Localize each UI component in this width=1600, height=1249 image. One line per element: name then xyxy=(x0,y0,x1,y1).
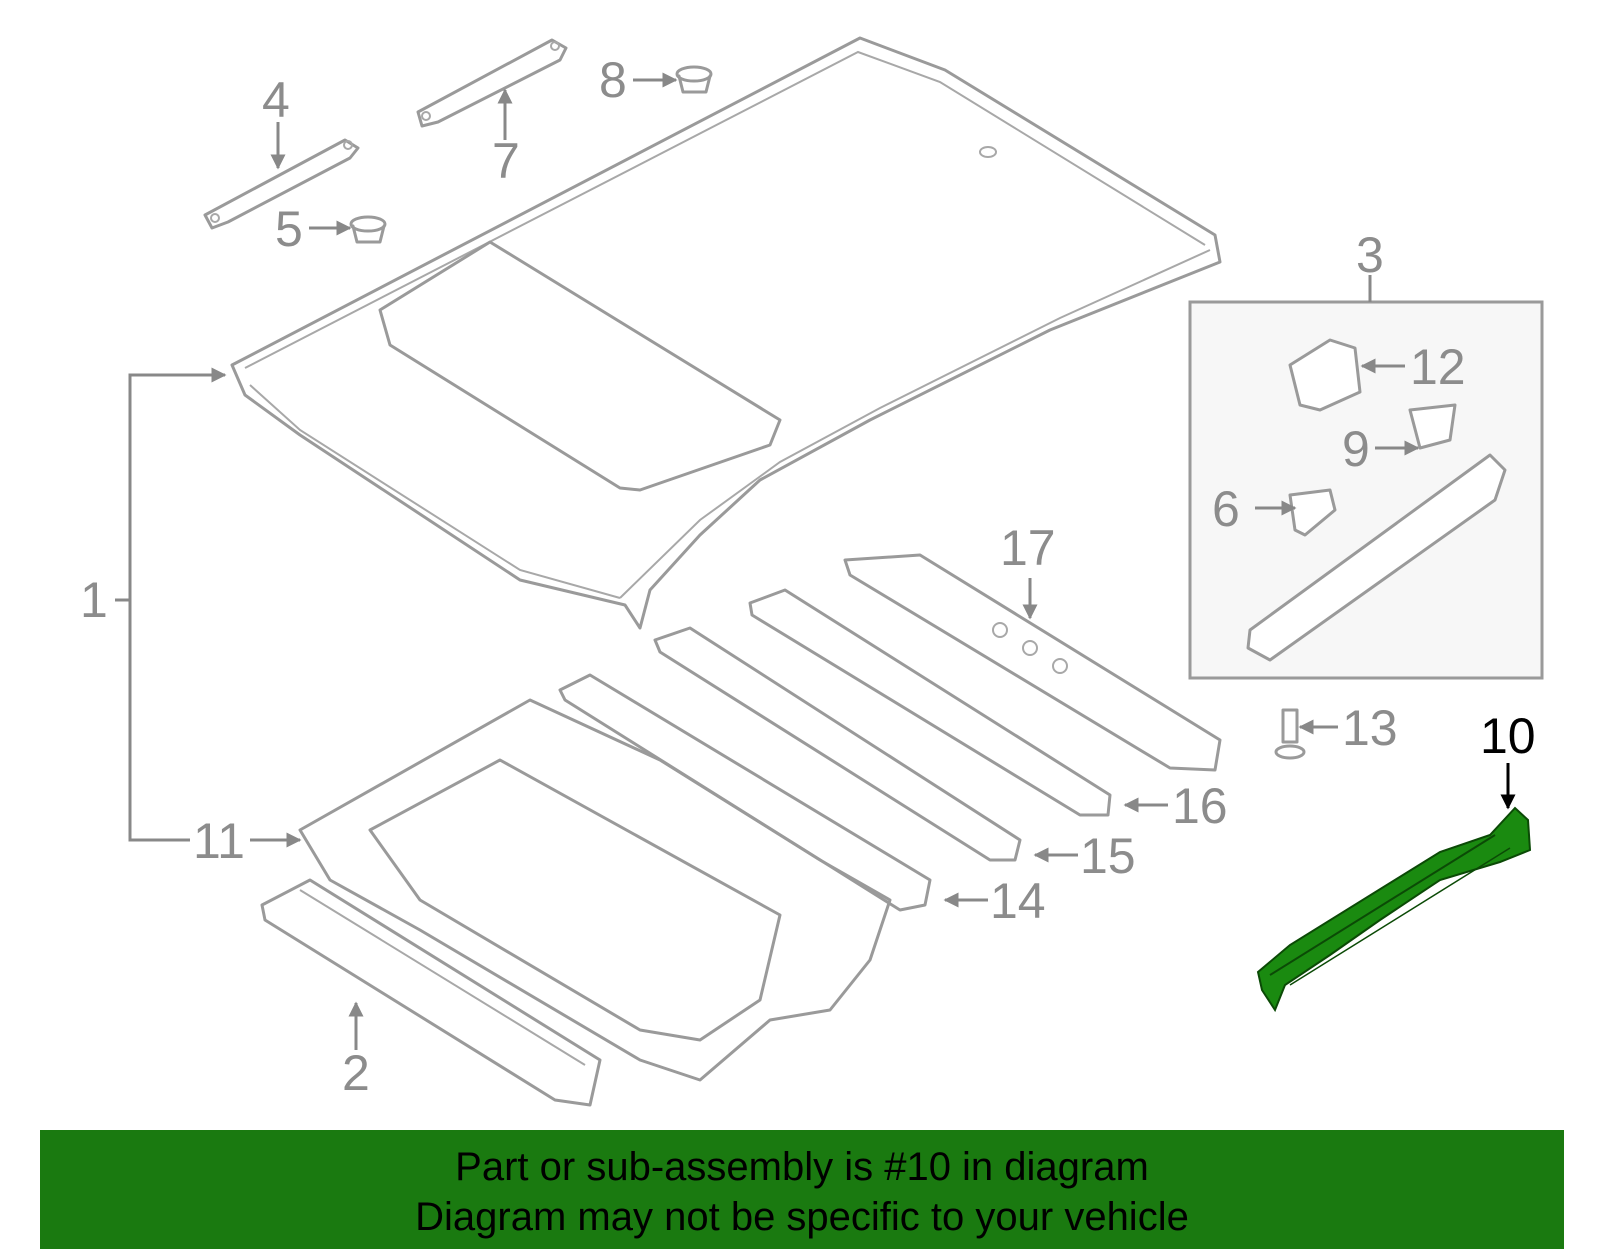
part-3-assembly-box xyxy=(1188,300,1544,680)
part-2-front-rail xyxy=(260,878,602,1107)
callout-4: 4 xyxy=(262,72,290,128)
part-13-bolt xyxy=(1274,708,1306,760)
callout-1: 1 xyxy=(80,572,108,628)
part-14-bow xyxy=(558,673,932,912)
leader-lines xyxy=(115,72,1516,1050)
part-5-grommet xyxy=(349,215,387,244)
info-banner: Part or sub-assembly is #10 in diagram D… xyxy=(40,1130,1564,1249)
callout-15: 15 xyxy=(1080,828,1136,884)
callout-14: 14 xyxy=(990,873,1046,929)
callout-7: 7 xyxy=(492,133,520,189)
callout-6: 6 xyxy=(1212,481,1240,537)
part-8-grommet xyxy=(675,65,713,94)
callout-labels: 1 2 3 4 5 6 7 8 9 10 11 12 13 14 15 16 1… xyxy=(80,52,1536,1101)
callout-12: 12 xyxy=(1410,339,1466,395)
banner-line-1: Part or sub-assembly is #10 in diagram xyxy=(455,1145,1149,1189)
callout-9: 9 xyxy=(1342,421,1370,477)
callout-2: 2 xyxy=(342,1045,370,1101)
callout-8: 8 xyxy=(599,52,627,108)
callout-10: 10 xyxy=(1480,708,1536,764)
callout-16: 16 xyxy=(1172,778,1228,834)
part-11-frame xyxy=(298,698,892,1082)
callout-11: 11 xyxy=(193,813,245,869)
callout-5: 5 xyxy=(275,201,303,257)
part-7-reinforcement xyxy=(416,38,568,128)
banner-line-2: Diagram may not be specific to your vehi… xyxy=(415,1195,1189,1239)
callout-17: 17 xyxy=(1000,520,1056,576)
part-10-rail-highlighted xyxy=(1256,806,1532,1013)
part-16-bow xyxy=(748,588,1112,817)
callout-13: 13 xyxy=(1342,700,1398,756)
part-4-reinforcement xyxy=(203,138,360,230)
part-17-bow xyxy=(843,553,1222,772)
callout-3: 3 xyxy=(1356,227,1384,283)
roof-panel xyxy=(230,36,1222,630)
part-15-bow xyxy=(653,626,1022,862)
